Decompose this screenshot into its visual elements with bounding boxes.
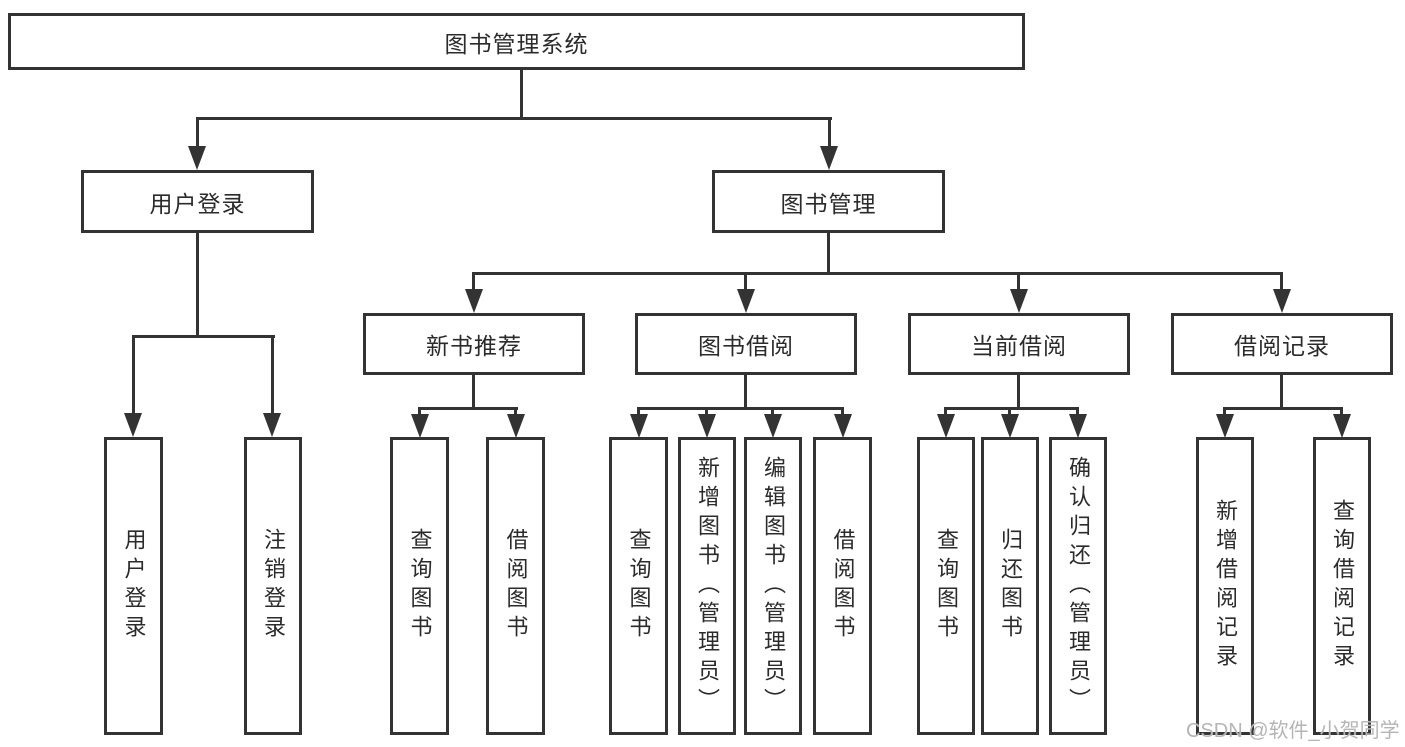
leaf-label: 注销登录	[261, 528, 286, 644]
connector-line	[472, 272, 475, 292]
leaf-label: 查询图书	[934, 528, 959, 644]
connector-line	[1017, 375, 1020, 410]
node-new-book-recommend: 新书推荐	[363, 313, 585, 375]
arrowhead-down	[465, 289, 483, 313]
connector-line	[705, 407, 708, 419]
leaf-logout-login: 注销登录	[244, 437, 302, 735]
leaf-borrow-books: 借阅图书	[813, 437, 872, 735]
connector-line	[1076, 407, 1079, 419]
connector-line	[1223, 407, 1343, 410]
leaf-add-books-admin: 新增图书（管理员）	[678, 437, 736, 735]
connector-line	[1280, 375, 1283, 410]
node-label: 图书管理系统	[444, 30, 589, 57]
arrowhead-down	[1216, 414, 1234, 438]
leaf-label: 归还图书	[998, 528, 1023, 644]
connector-line	[1008, 407, 1011, 419]
node-user-login: 用户登录	[81, 170, 314, 233]
node-borrow-records: 借阅记录	[1171, 313, 1393, 375]
connector-line	[418, 407, 421, 419]
node-book-borrow: 图书借阅	[635, 313, 857, 375]
connector-line	[520, 70, 523, 120]
connector-line	[841, 407, 844, 419]
connector-line	[944, 407, 947, 419]
node-label: 图书借阅	[698, 333, 794, 359]
connector-line	[944, 407, 1079, 410]
arrowhead-down	[937, 414, 955, 438]
arrowhead-down	[507, 414, 525, 438]
arrowhead-down	[188, 146, 206, 170]
connector-line	[637, 407, 844, 410]
connector-line	[418, 407, 518, 410]
arrowhead-down	[1069, 414, 1087, 438]
leaf-query-books: 查询图书	[390, 437, 449, 735]
arrowhead-down	[1010, 289, 1028, 313]
leaf-label: 查询图书	[407, 528, 433, 644]
arrowhead-down	[124, 413, 142, 437]
leaf-borrow-books: 借阅图书	[486, 437, 545, 735]
connector-line	[472, 375, 475, 410]
csdn-watermark: CSDN @软件_小贺同学	[1186, 720, 1400, 742]
arrowhead-down	[820, 146, 838, 170]
leaf-add-borrow-record: 新增借阅记录	[1196, 437, 1254, 735]
leaf-confirm-return-admin: 确认归还（管理员）	[1049, 437, 1107, 735]
arrowhead-down	[630, 414, 648, 438]
connector-line	[196, 117, 199, 147]
leaf-label: 编辑图书（管理员）	[761, 455, 786, 717]
connector-line	[1017, 272, 1020, 292]
leaf-label: 查询图书	[626, 528, 652, 644]
node-label: 借阅记录	[1234, 333, 1330, 359]
node-label: 用户登录	[149, 190, 246, 217]
node-library-system: 图书管理系统	[8, 13, 1025, 70]
connector-line	[1280, 272, 1283, 292]
node-label: 新书推荐	[426, 333, 522, 359]
connector-line	[1340, 407, 1343, 419]
node-label: 图书管理	[780, 190, 877, 217]
node-book-management: 图书管理	[712, 170, 945, 233]
arrowhead-down	[263, 413, 281, 437]
connector-line	[132, 335, 275, 338]
arrowhead-down	[834, 414, 852, 438]
connector-line	[744, 272, 747, 292]
connector-line	[472, 272, 1283, 275]
leaf-query-books: 查询图书	[917, 437, 975, 735]
leaf-return-books: 归还图书	[981, 437, 1039, 735]
connector-line	[271, 335, 274, 415]
leaf-edit-books-admin: 编辑图书（管理员）	[744, 437, 802, 735]
leaf-query-books: 查询图书	[609, 437, 668, 735]
connector-line	[744, 375, 747, 410]
node-current-borrow: 当前借阅	[908, 313, 1130, 375]
connector-line	[637, 407, 640, 419]
arrowhead-down	[1001, 414, 1019, 438]
arrowhead-down	[737, 289, 755, 313]
arrowhead-down	[1273, 289, 1291, 313]
connector-line	[771, 407, 774, 419]
leaf-label: 借阅图书	[503, 528, 529, 644]
leaf-label: 新增图书（管理员）	[695, 455, 720, 717]
connector-line	[827, 233, 830, 275]
connector-line	[514, 407, 517, 419]
leaf-label: 新增借阅记录	[1213, 499, 1238, 673]
arrowhead-down	[411, 414, 429, 438]
leaf-label: 确认归还（管理员）	[1066, 455, 1091, 717]
connector-line	[828, 117, 831, 147]
connector-line	[196, 117, 832, 120]
leaf-label: 借阅图书	[830, 528, 856, 644]
leaf-user-login: 用户登录	[104, 437, 163, 735]
leaf-query-borrow-record: 查询借阅记录	[1313, 437, 1371, 735]
node-label: 当前借阅	[971, 333, 1067, 359]
connector-line	[132, 335, 135, 415]
connector-line	[1223, 407, 1226, 419]
arrowhead-down	[1333, 414, 1351, 438]
connector-line	[196, 233, 199, 338]
arrowhead-down	[698, 414, 716, 438]
leaf-label: 用户登录	[121, 528, 147, 644]
leaf-label: 查询借阅记录	[1330, 499, 1355, 673]
arrowhead-down	[764, 414, 782, 438]
